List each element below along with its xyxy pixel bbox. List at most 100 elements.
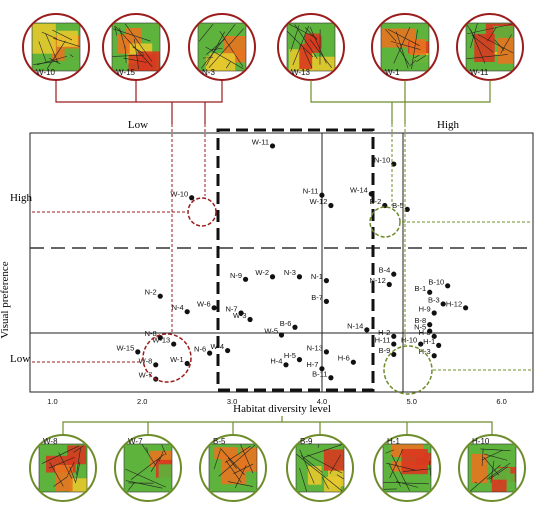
data-point: W-8	[139, 356, 159, 368]
data-point: N-9	[230, 271, 249, 282]
data-point: N-10	[374, 156, 397, 167]
thumbnail-ring	[458, 434, 526, 502]
point-marker	[269, 274, 276, 280]
data-point: W-4	[210, 342, 231, 354]
point-marker	[427, 322, 433, 328]
point-marker	[211, 305, 217, 311]
point-marker	[153, 362, 159, 368]
data-point: W-1	[170, 355, 190, 367]
point-marker	[463, 305, 469, 311]
data-point: H-6	[338, 354, 356, 365]
point-marker	[328, 202, 334, 209]
data-point: H-5	[284, 351, 303, 363]
point-label: W-13	[152, 336, 170, 345]
point-marker	[323, 298, 330, 304]
point-marker	[391, 341, 397, 347]
thumbnail-label: W-15	[116, 68, 136, 77]
point-label: H-6	[338, 354, 350, 363]
data-point: B-3	[428, 295, 446, 307]
thumbnail: N-3	[188, 13, 256, 81]
point-marker	[328, 375, 334, 381]
x-tick-label: 4.0	[317, 397, 327, 406]
point-label: W-11	[252, 137, 269, 146]
point-label: W-14	[350, 185, 368, 194]
thumbnail: W-8	[29, 434, 97, 502]
data-point: B-10	[428, 277, 451, 289]
point-label: N-12	[370, 276, 386, 285]
data-point: H-11	[375, 336, 397, 347]
point-marker	[296, 357, 303, 363]
point-marker	[427, 289, 433, 295]
point-marker	[135, 349, 141, 355]
data-point: B-9	[379, 346, 397, 358]
point-label: B-8	[415, 316, 427, 325]
point-label: N-2	[145, 288, 157, 297]
point-marker	[404, 206, 410, 213]
thumbnail-label: W-11	[470, 68, 489, 77]
point-label: B-1	[415, 284, 427, 293]
x-tick-label: 1.0	[47, 397, 57, 406]
point-marker	[319, 366, 325, 372]
point-marker	[157, 293, 163, 299]
point-marker	[440, 301, 446, 307]
data-point: W-7	[139, 371, 159, 382]
thumbnail: W-13	[277, 13, 345, 81]
data-point: W-2	[255, 268, 276, 280]
plot-frame	[29, 132, 534, 393]
y-high-label: High	[10, 192, 33, 204]
thumbnail-label: B-9	[300, 437, 313, 446]
thumbnail-label: W-10	[36, 68, 56, 77]
thumbnail-ring	[199, 434, 267, 502]
point-label: H-7	[306, 360, 318, 369]
point-marker	[364, 327, 370, 333]
thumbnail: B-5	[199, 434, 267, 502]
thumbnail: W-15	[102, 13, 170, 81]
point-label: W-15	[116, 343, 134, 352]
point-marker	[278, 332, 285, 338]
point-marker	[368, 191, 374, 197]
point-label: N-7	[225, 305, 237, 314]
point-label: N-9	[230, 271, 242, 280]
point-marker	[283, 362, 289, 368]
point-marker	[157, 335, 163, 341]
point-marker	[323, 349, 330, 355]
point-label: W-4	[210, 342, 224, 351]
data-point: H-12	[446, 299, 469, 311]
highlight-circle	[383, 345, 433, 395]
point-label: W-6	[197, 299, 211, 308]
point-label: B-7	[311, 293, 323, 302]
point-label: H-12	[446, 299, 462, 308]
data-point: B-7	[311, 293, 330, 304]
x-tick-label: 3.0	[227, 397, 237, 406]
thumbnail: W-11	[456, 13, 524, 81]
data-point: W-6	[197, 299, 217, 311]
point-label: H-3	[419, 347, 431, 356]
data-point: W-11	[252, 137, 276, 149]
highlight-annotations	[32, 124, 531, 395]
thumbnail-label: W-8	[43, 437, 58, 446]
point-label: W-1	[170, 355, 184, 364]
thumbnail-ring	[373, 434, 441, 502]
point-label: H-1	[423, 337, 435, 346]
thumbnail-ring	[286, 434, 354, 502]
point-marker	[171, 341, 177, 347]
point-label: B-9	[379, 346, 391, 355]
data-point: H-10	[401, 336, 424, 347]
data-point: H-7	[306, 360, 325, 372]
point-label: W-2	[255, 268, 269, 277]
point-label: W-5	[264, 327, 278, 336]
data-point: N-3	[284, 268, 303, 280]
data-point: N-13	[307, 343, 330, 355]
data-point: N-4	[172, 303, 190, 315]
top-connector-lines	[55, 80, 491, 124]
data-point: B-1	[415, 284, 433, 295]
point-marker	[445, 283, 451, 289]
point-label: H-5	[284, 351, 296, 360]
point-marker	[427, 328, 433, 334]
point-marker	[319, 192, 325, 198]
point-marker	[431, 333, 437, 339]
data-point: W-14	[350, 185, 374, 197]
